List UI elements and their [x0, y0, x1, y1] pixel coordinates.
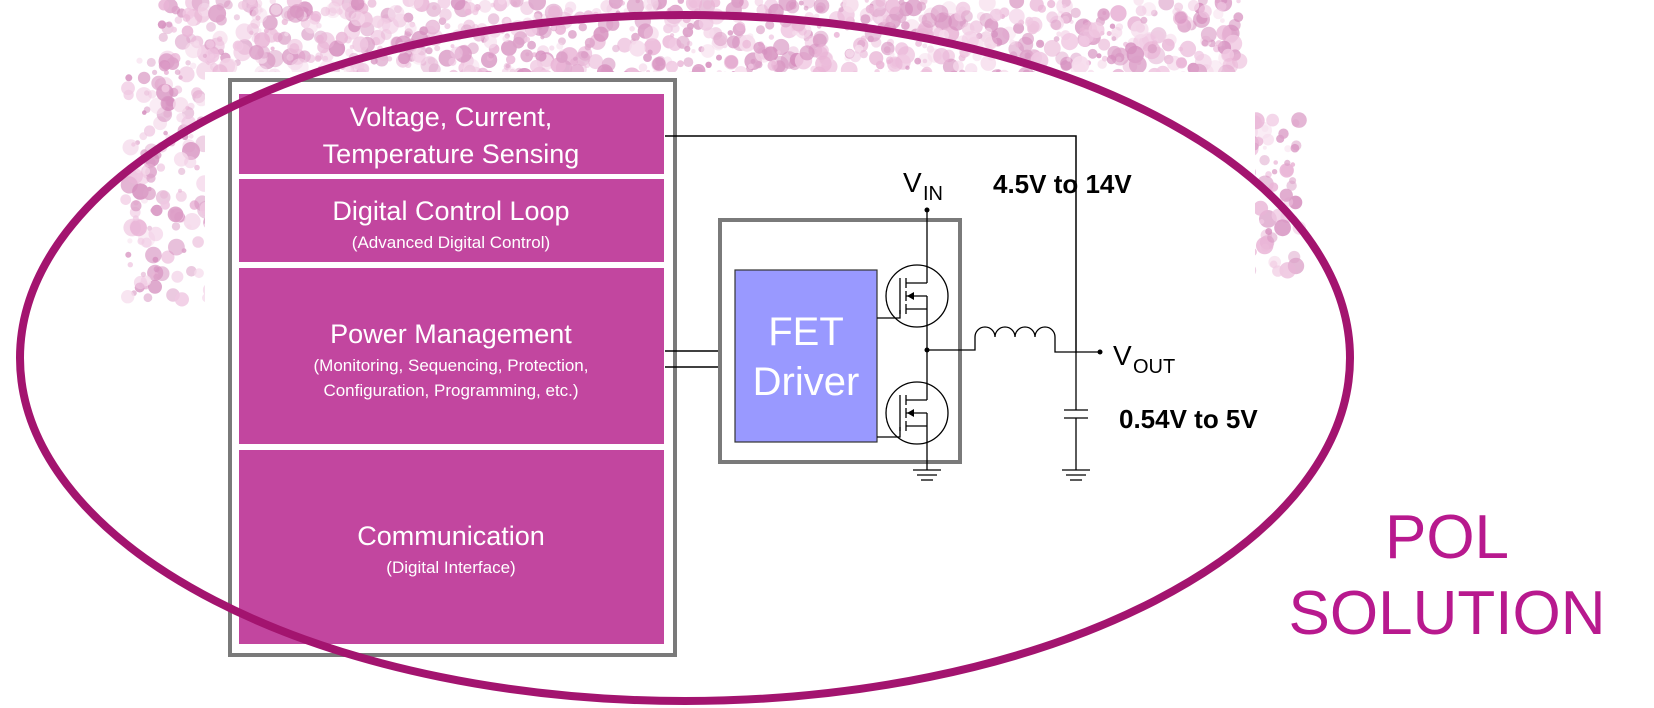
- fet-driver-label-line-2: Driver: [753, 360, 860, 404]
- vin-label: V: [903, 167, 922, 198]
- sensing-block-bg: [237, 92, 666, 176]
- solution-label-line-1: POL: [1384, 503, 1510, 572]
- vout-subscript: OUT: [1133, 356, 1175, 378]
- highlight-ellipse: [16, 11, 1354, 705]
- power-management-subtitle-line-2: Configuration, Programming, etc.): [323, 381, 578, 400]
- control-loop-title: Digital Control Loop: [332, 196, 569, 226]
- power-management-block-bg: [237, 266, 666, 446]
- vin-range-label: 4.5V to 14V: [993, 169, 1132, 199]
- communication-block: Communication (Digital Interface): [237, 448, 666, 646]
- control-loop-subtitle: (Advanced Digital Control): [352, 233, 550, 252]
- ground-symbol-fet: [913, 469, 941, 481]
- inductor-to-output-wire: [1054, 337, 1100, 353]
- high-side-mosfet: [885, 262, 949, 330]
- vout-node: [1097, 349, 1103, 355]
- fet-driver-label-line-1: FET: [768, 310, 844, 354]
- inductor: [974, 326, 1056, 338]
- power-management-title: Power Management: [330, 319, 572, 349]
- solution-label: POL SOLUTION: [1240, 500, 1654, 652]
- control-loop-block-bg: [237, 177, 666, 264]
- switch-to-inductor-wire: [927, 337, 976, 351]
- ground-symbol-cap: [1062, 469, 1090, 481]
- communication-title: Communication: [357, 521, 545, 551]
- control-loop-block: Digital Control Loop (Advanced Digital C…: [237, 177, 666, 264]
- vout-label: V: [1113, 340, 1132, 371]
- communication-subtitle: (Digital Interface): [386, 558, 515, 577]
- fet-driver-block: [734, 269, 878, 443]
- vin-subscript: IN: [923, 183, 943, 205]
- high-gate-wire: [877, 310, 901, 319]
- low-gate-wire: [877, 427, 901, 438]
- sensing-title-line-1: Voltage, Current,: [350, 102, 553, 132]
- vin-node: [924, 207, 930, 213]
- power-management-block: Power Management (Monitoring, Sequencing…: [237, 266, 666, 446]
- solution-label-line-2: SOLUTION: [1288, 579, 1606, 648]
- low-side-mosfet: [885, 381, 949, 470]
- sensing-title-line-2: Temperature Sensing: [323, 139, 580, 169]
- communication-block-bg: [237, 448, 666, 646]
- sensing-block: Voltage, Current, Temperature Sensing: [237, 92, 666, 176]
- power-management-subtitle-line-1: (Monitoring, Sequencing, Protection,: [314, 356, 589, 375]
- vout-range-label: 0.54V to 5V: [1119, 404, 1258, 434]
- sense-feedback-wire: [665, 135, 1077, 353]
